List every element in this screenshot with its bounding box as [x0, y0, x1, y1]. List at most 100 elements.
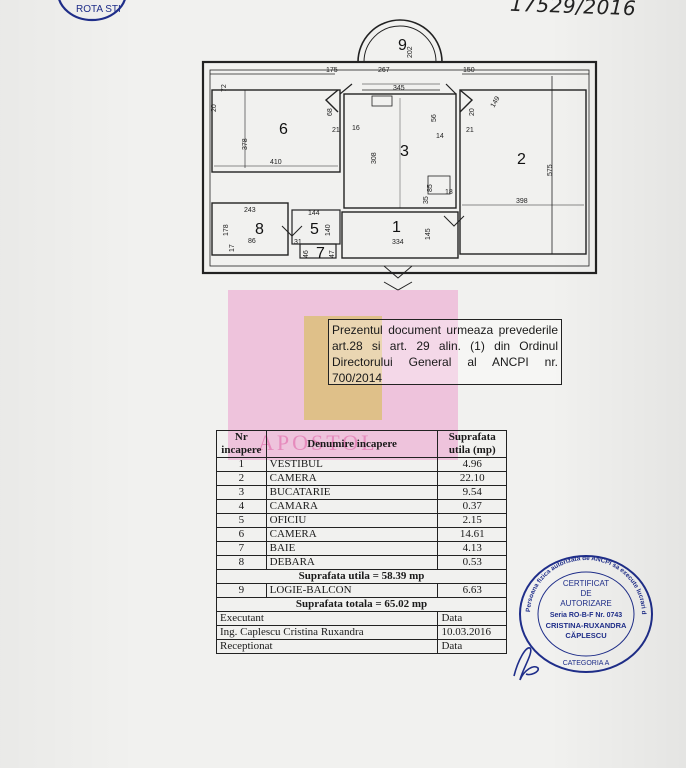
table-row: 6 CAMERA 14.61 [216, 527, 507, 542]
room-area-cell: 0.37 [437, 499, 507, 514]
room-number-2: 2 [517, 151, 526, 168]
room-area-cell: 2.15 [437, 513, 507, 528]
dimension-label: 20 [211, 104, 218, 112]
dimension-label: 21 [332, 127, 340, 134]
receptionat-date-label: Data [437, 639, 507, 654]
stamp-line: CERTIFICAT [563, 579, 609, 588]
stamp-line: Seria RO-B-F Nr. 0743 [550, 612, 622, 619]
grand-total: Suprafata totala = 65.02 mp [216, 597, 507, 612]
dimension-label: 21 [466, 127, 474, 134]
room-area-cell: 22.10 [437, 471, 507, 486]
top-left-stamp: ROTA STI [58, 0, 126, 22]
dimension-label: 16 [352, 125, 360, 132]
handwritten-signature [513, 647, 540, 681]
room-number-5: 5 [310, 221, 319, 238]
room-number-cell: 4 [216, 499, 267, 514]
dimension-label: 243 [244, 207, 256, 214]
floor-plan: 9 6 3 2 1 8 5 7 175 267 202 150 345 72 2… [201, 19, 598, 291]
dimension-label: 149 [490, 95, 502, 109]
dimension-label: 72 [221, 84, 228, 92]
dimension-label: 68 [327, 108, 334, 116]
room-area-cell: 4.96 [437, 457, 507, 472]
room-name-cell: DEBARA [265, 555, 439, 570]
dimension-label: 86 [248, 238, 256, 245]
room-number-cell: 8 [216, 555, 267, 570]
dimension-label: 56 [431, 114, 438, 122]
room-name-cell: CAMERA [265, 527, 439, 542]
executant-label: Executant [215, 611, 439, 626]
dimension-label: 175 [326, 67, 338, 74]
room-number-9: 9 [398, 37, 407, 54]
table-row: 3 BUCATARIE 9.54 [216, 485, 507, 500]
table-row: 9 LOGIE-BALCON 6.63 [216, 583, 507, 598]
useful-area-total-row: Suprafata utila = 58.39 mp [216, 569, 507, 584]
room-name-cell: VESTIBUL [265, 457, 439, 472]
dimension-label: 140 [325, 224, 332, 236]
signature-row: Ing. Caplescu Cristina Ruxandra 10.03.20… [215, 625, 507, 640]
room-number-7: 8 [255, 221, 264, 238]
stamp-bottom-text: CATEGORIA A [563, 660, 610, 667]
dimension-label: 145 [425, 228, 432, 240]
room-name-cell: BUCATARIE [265, 485, 439, 500]
dimension-label: 150 [463, 67, 475, 74]
stamp-line: CĂPLESCU [565, 631, 606, 640]
room-name-cell: CAMERA [265, 471, 439, 486]
dimension-label: 31 [294, 239, 302, 246]
room-name-cell: CAMARA [265, 499, 439, 514]
room-number-1: 1 [392, 219, 401, 236]
table-header-row: Nr incapere Denumire incapere Suprafata … [216, 430, 507, 458]
table-row: 8 DEBARA 0.53 [216, 555, 507, 570]
room-name-cell: BAIE [265, 541, 439, 556]
room-area-cell: 0.53 [437, 555, 507, 570]
dimension-label: 17 [229, 244, 236, 252]
room-number-6: 6 [279, 121, 288, 138]
header-useful-area: Suprafata utila (mp) [437, 430, 507, 458]
dimension-label: 178 [223, 224, 230, 236]
executant-name: Ing. Caplescu Cristina Ruxandra [215, 625, 439, 640]
table-row: 5 OFICIU 2.15 [216, 513, 507, 528]
stamp-line: AUTORIZARE [560, 599, 611, 608]
dimension-label: 334 [392, 239, 404, 246]
room-number-8: 7 [316, 245, 325, 262]
table-row: 4 CAMARA 0.37 [216, 499, 507, 514]
dimension-label: 308 [371, 152, 378, 164]
grand-total-row: Suprafata totala = 65.02 mp [216, 597, 507, 612]
dimension-label: 144 [308, 210, 320, 217]
room-area-cell: 14.61 [437, 527, 507, 542]
dimension-label: 575 [547, 164, 554, 176]
watermark-emblem [304, 316, 382, 420]
room-number-cell: 3 [216, 485, 267, 500]
room-number-cell: 6 [216, 527, 267, 542]
dimension-label: 46 [303, 250, 310, 258]
table-row: 7 BAIE 4.13 [216, 541, 507, 556]
header-room-name: Denumire incapere [265, 430, 439, 458]
authorization-stamp: Persoana fizica autorizata de ANCPI sa e… [516, 548, 653, 673]
top-left-stamp-text: ROTA STI [76, 4, 121, 15]
stamp-line: DE [580, 589, 591, 598]
table-row: 2 CAMERA 22.10 [216, 471, 507, 486]
dimension-label: 398 [516, 198, 528, 205]
dimension-label: 18 [445, 189, 453, 196]
room-number-cell: 9 [216, 583, 267, 598]
signature-row: Receptionat Data [215, 639, 507, 654]
room-number-cell: 1 [216, 457, 267, 472]
dimension-label: 202 [407, 46, 414, 58]
room-area-cell: 4.13 [437, 541, 507, 556]
executant-date-label: Data [437, 611, 507, 626]
room-number-cell: 7 [216, 541, 267, 556]
dimension-label: 85 [427, 184, 434, 192]
header-room-number: Nr incapere [216, 430, 267, 458]
dimension-label: 14 [436, 133, 444, 140]
table-row: 1 VESTIBUL 4.96 [216, 457, 507, 472]
room-area-cell: 9.54 [437, 485, 507, 500]
signature-row: Executant Data [215, 611, 507, 626]
rooms-area-table: Nr incapere Denumire incapere Suprafata … [215, 430, 507, 654]
dimension-label: 345 [393, 85, 405, 92]
dimension-label: 20 [469, 108, 476, 116]
legal-notice: Prezentul document urmeaza prevederile a… [328, 319, 562, 385]
room-number-cell: 5 [216, 513, 267, 528]
room-number-3: 3 [400, 143, 409, 160]
executant-date: 10.03.2016 [437, 625, 507, 640]
stamp-line: CRISTINA-RUXANDRA [546, 621, 627, 630]
